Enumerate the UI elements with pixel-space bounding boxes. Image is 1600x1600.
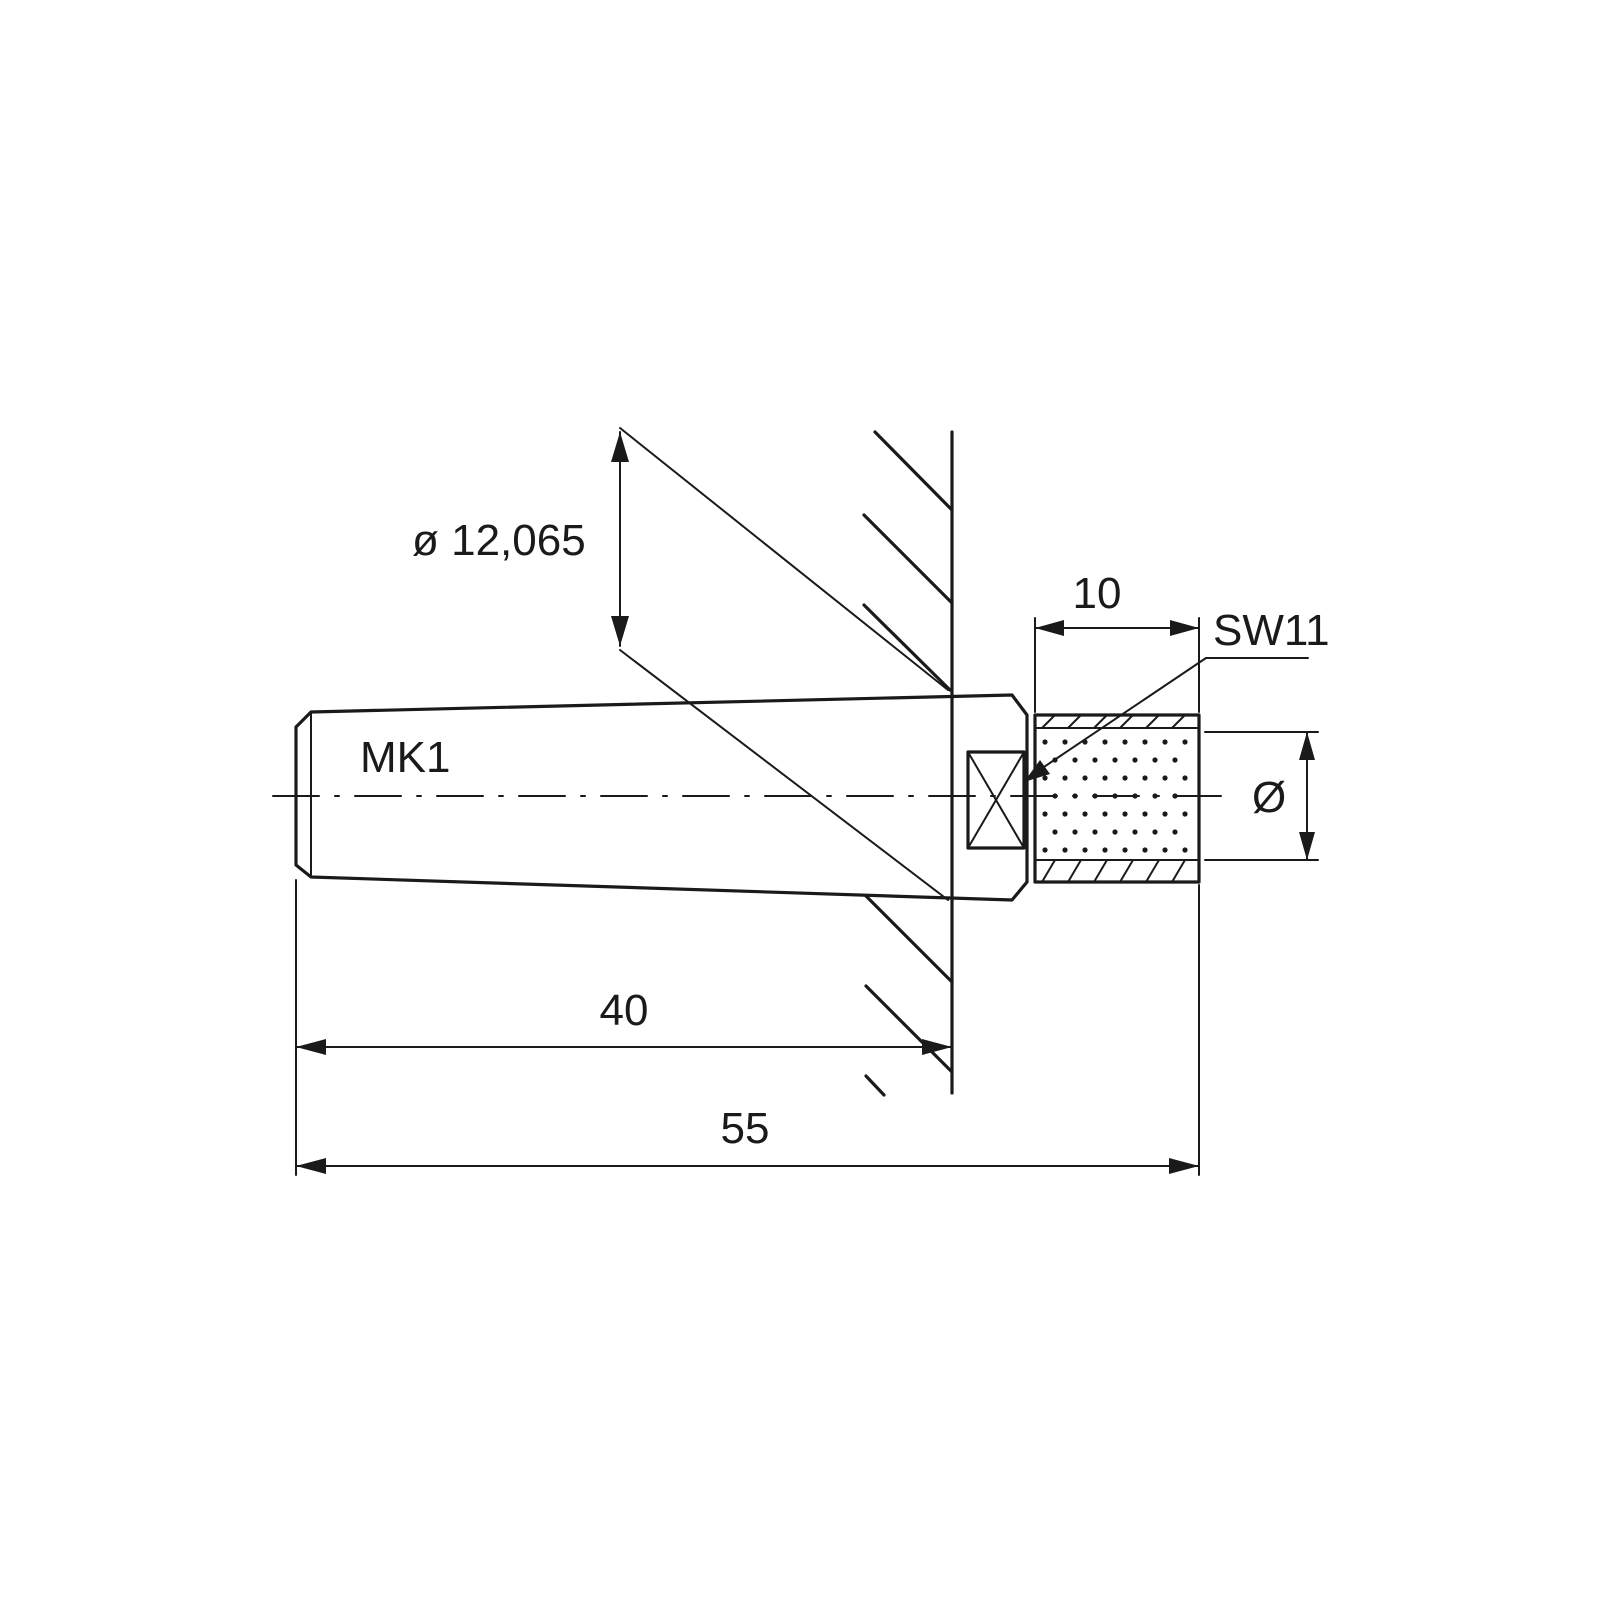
grain-dot xyxy=(1162,847,1168,853)
grain-dot xyxy=(1062,847,1068,853)
grain-dot xyxy=(1182,847,1188,853)
insert-length-dimension: 10 xyxy=(1034,569,1200,713)
insert-length-label: 10 xyxy=(1073,569,1122,618)
grain-dot xyxy=(1142,811,1148,817)
shank-outline xyxy=(294,693,1029,902)
grain-dot xyxy=(1072,757,1078,763)
grain-dot xyxy=(1172,757,1178,763)
grain-dot xyxy=(1122,775,1128,781)
grain-dot xyxy=(1102,811,1108,817)
insert-core xyxy=(1034,727,1200,861)
grain-dot xyxy=(1062,739,1068,745)
grain-dot xyxy=(1062,811,1068,817)
grain-dot xyxy=(1182,811,1188,817)
grain-dot xyxy=(1122,811,1128,817)
grain-dot xyxy=(1162,811,1168,817)
grain-dot xyxy=(1162,739,1168,745)
grain-dot xyxy=(1082,775,1088,781)
grain-dot xyxy=(1052,829,1058,835)
grain-dot xyxy=(1102,739,1108,745)
grain-dot xyxy=(1042,847,1048,853)
wrench-size-callout: SW11 xyxy=(1024,606,1330,782)
square-recess xyxy=(966,750,1026,850)
grain-dot xyxy=(1152,757,1158,763)
grain-dot xyxy=(1062,775,1068,781)
grain-dot xyxy=(1082,847,1088,853)
grain-dot xyxy=(1122,847,1128,853)
grain-dot xyxy=(1142,739,1148,745)
insert-diameter-dimension: Ø xyxy=(1204,731,1319,861)
grain-dot xyxy=(1092,757,1098,763)
morse-taper-shank xyxy=(294,693,1029,902)
grain-dot xyxy=(1072,829,1078,835)
sleeve-hatching xyxy=(1041,714,1186,883)
grain-dot xyxy=(1112,829,1118,835)
grain-dot xyxy=(1152,829,1158,835)
grain-dot xyxy=(1132,757,1138,763)
grain-dot xyxy=(1172,829,1178,835)
taper-diameter-label: ø 12,065 xyxy=(412,516,586,565)
grain-dot xyxy=(1162,775,1168,781)
grain-dot xyxy=(1102,847,1108,853)
grain-dot xyxy=(1082,811,1088,817)
grain-dot xyxy=(1102,775,1108,781)
wall-hatching xyxy=(862,430,954,1097)
abrasive-insert xyxy=(1033,713,1201,884)
grain-dot xyxy=(1112,757,1118,763)
wall-section xyxy=(862,430,954,1097)
engaged-length-label: 40 xyxy=(600,986,649,1035)
grain-dot xyxy=(1042,775,1048,781)
grain-dot xyxy=(1182,739,1188,745)
grain-dot xyxy=(1042,739,1048,745)
grain-dot xyxy=(1132,829,1138,835)
overall-length-dimension: 55 xyxy=(295,884,1200,1176)
grain-dot xyxy=(1042,811,1048,817)
grain-dot xyxy=(1182,775,1188,781)
overall-length-label: 55 xyxy=(721,1104,770,1153)
taper-name-label: MK1 xyxy=(360,733,450,782)
grain-dot xyxy=(1142,775,1148,781)
wrench-size-label: SW11 xyxy=(1213,606,1330,655)
grain-dot xyxy=(1142,847,1148,853)
insert-diameter-label: Ø xyxy=(1252,773,1286,822)
taper-diameter-dimension: ø 12,065 xyxy=(412,427,949,901)
engaged-length-dimension: 40 xyxy=(295,879,953,1176)
grain-dot xyxy=(1122,739,1128,745)
grain-dot xyxy=(1092,829,1098,835)
